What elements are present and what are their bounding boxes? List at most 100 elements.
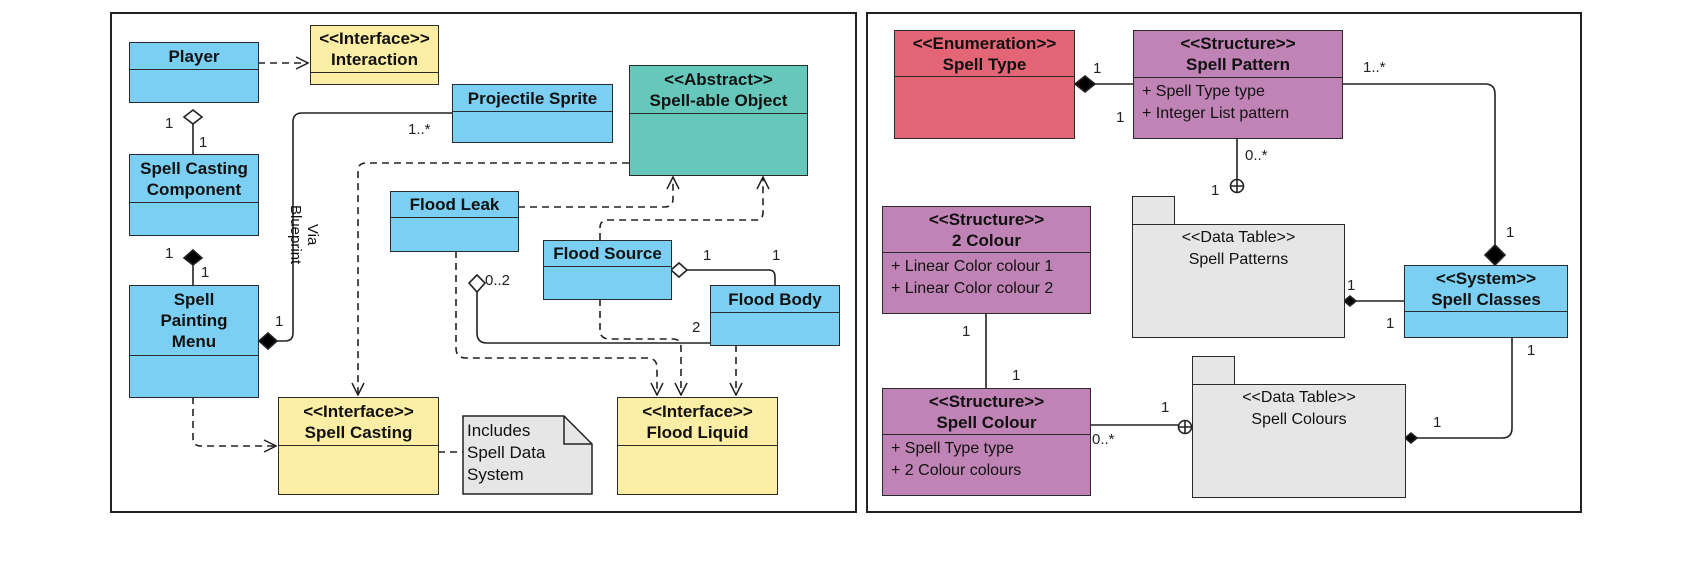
class-header: <<Interface>> Spell Casting	[279, 398, 438, 446]
multiplicity-label: 1	[1347, 277, 1356, 294]
multiplicity-label: 1..*	[1363, 59, 1386, 76]
structure-spell-colour[interactable]: <<Structure>> Spell Colour + Spell Type …	[882, 388, 1091, 496]
stereotype-label: <<Interface>>	[319, 29, 430, 48]
stereotype-label: <<Abstract>>	[664, 69, 773, 89]
class-spell-casting-component[interactable]: Spell Casting Component	[129, 154, 259, 236]
stereotype-label: <<Structure>>	[928, 209, 1045, 229]
class-player[interactable]: Player	[129, 42, 259, 103]
multiplicity-label: 1	[199, 134, 208, 151]
multiplicity-label: 0..2	[485, 272, 511, 289]
class-body	[630, 114, 807, 175]
stereotype-label: <<Data Table>>	[1242, 389, 1356, 406]
via-blueprint-line: Via	[304, 223, 321, 246]
multiplicity-label: 1	[165, 115, 174, 132]
class-header: Player	[130, 43, 258, 70]
interface-spell-casting[interactable]: <<Interface>> Spell Casting	[278, 397, 439, 495]
class-name: Flood Source	[553, 244, 662, 263]
multiplicity-label: 1	[1506, 224, 1515, 241]
class-name: Flood Liquid	[646, 422, 749, 442]
class-flood-source[interactable]: Flood Source	[543, 240, 672, 300]
class-header: Spell Casting Component	[130, 155, 258, 203]
class-name: Spell-able Object	[649, 90, 788, 110]
via-blueprint-line: Blueprint	[287, 205, 304, 265]
class-name: Flood Body	[728, 289, 822, 309]
class-name-line: Spell Casting	[140, 158, 248, 178]
class-attributes: + Linear Color colour 1 + Linear Color c…	[883, 253, 1090, 313]
package-tab	[1132, 196, 1175, 226]
interface-interaction[interactable]: <<Interface>> Interaction	[310, 25, 439, 85]
class-header: <<Structure>> Spell Pattern	[1134, 31, 1342, 78]
note-line: Spell Data	[467, 443, 546, 462]
class-body	[391, 218, 518, 251]
stereotype-label: <<Structure>>	[928, 391, 1045, 411]
package-tab	[1192, 356, 1235, 386]
multiplicity-label: 1	[275, 313, 284, 330]
class-name: Spell Pattern	[1186, 55, 1290, 74]
class-header: <<Structure>> 2 Colour	[883, 207, 1090, 253]
class-body	[895, 77, 1074, 138]
data-table-spell-colours[interactable]: <<Data Table>> Spell Colours	[1192, 384, 1406, 498]
class-name: Spell Casting	[304, 422, 413, 442]
class-attributes: + Spell Type type + 2 Colour colours	[883, 435, 1090, 495]
interface-flood-liquid[interactable]: <<Interface>> Flood Liquid	[617, 397, 778, 495]
class-header: <<Interface>> Flood Liquid	[618, 398, 777, 446]
multiplicity-label: 1	[1386, 315, 1395, 332]
class-projectile-sprite[interactable]: Projectile Sprite	[452, 84, 613, 143]
class-header: <<System>> Spell Classes	[1405, 266, 1567, 312]
class-body	[130, 70, 258, 102]
attribute: + Linear Color colour 1	[891, 258, 1054, 275]
class-spell-painting-menu[interactable]: Spell Painting Menu	[129, 285, 259, 398]
class-header: Flood Source	[544, 241, 671, 267]
multiplicity-label: 1	[1093, 60, 1102, 77]
class-body	[279, 446, 438, 494]
class-header: <<Structure>> Spell Colour	[883, 389, 1090, 435]
multiplicity-label: 1	[1211, 182, 1220, 199]
multiplicity-label: 2	[692, 319, 701, 336]
multiplicity-label: 1	[1161, 399, 1170, 416]
class-header: <<Interface>> Interaction	[311, 26, 438, 73]
class-flood-leak[interactable]: Flood Leak	[390, 191, 519, 252]
class-body	[130, 203, 258, 235]
class-body	[130, 356, 258, 397]
class-flood-body[interactable]: Flood Body	[710, 285, 840, 346]
class-name: Flood Leak	[409, 195, 500, 214]
stereotype-label: <<Interface>>	[303, 401, 414, 421]
class-name: Player	[168, 46, 220, 66]
note-line: Includes	[467, 421, 531, 440]
stereotype-label: <<Structure>>	[1180, 34, 1296, 53]
class-body	[711, 313, 839, 345]
attribute: + Spell Type type	[1142, 83, 1265, 100]
stereotype-label: <<Enumeration>>	[912, 33, 1057, 53]
note-line: System	[467, 465, 524, 484]
structure-spell-pattern[interactable]: <<Structure>> Spell Pattern + Spell Type…	[1133, 30, 1343, 139]
class-name: Interaction	[331, 50, 418, 69]
stereotype-label: <<Interface>>	[642, 401, 753, 421]
class-name-line: Menu	[171, 332, 217, 351]
enumeration-spell-type[interactable]: <<Enumeration>> Spell Type	[894, 30, 1075, 139]
multiplicity-label: 1	[1527, 342, 1536, 359]
class-name: Spell Classes	[1431, 289, 1541, 309]
class-header: Projectile Sprite	[453, 85, 612, 112]
class-header: <<Abstract>> Spell-able Object	[630, 66, 807, 114]
class-name: Spell Colour	[936, 412, 1037, 432]
package-name: Spell Colours	[1251, 411, 1347, 428]
multiplicity-label: 1	[201, 264, 210, 281]
multiplicity-label: 1	[772, 247, 781, 264]
class-header: Flood Leak	[391, 192, 518, 218]
class-body	[618, 446, 777, 494]
stereotype-label: <<System>>	[1435, 268, 1537, 288]
note-includes-spell-data-system[interactable]: Includes Spell Data System	[467, 420, 545, 486]
structure-2-colour[interactable]: <<Structure>> 2 Colour + Linear Color co…	[882, 206, 1091, 314]
attribute: + Integer List pattern	[1142, 105, 1290, 122]
multiplicity-label: 1	[1012, 367, 1021, 384]
multiplicity-label: 1	[703, 247, 712, 264]
multiplicity-label: 1	[962, 323, 971, 340]
class-header: <<Enumeration>> Spell Type	[895, 31, 1074, 77]
class-name: 2 Colour	[952, 230, 1021, 250]
abstract-spellable-object[interactable]: <<Abstract>> Spell-able Object	[629, 65, 808, 176]
via-blueprint-label: Via Blueprint	[287, 205, 321, 264]
stereotype-label: <<Data Table>>	[1181, 229, 1296, 246]
system-spell-classes[interactable]: <<System>> Spell Classes	[1404, 265, 1568, 338]
class-name-line: Component	[146, 179, 242, 199]
data-table-spell-patterns[interactable]: <<Data Table>> Spell Patterns	[1132, 224, 1345, 338]
